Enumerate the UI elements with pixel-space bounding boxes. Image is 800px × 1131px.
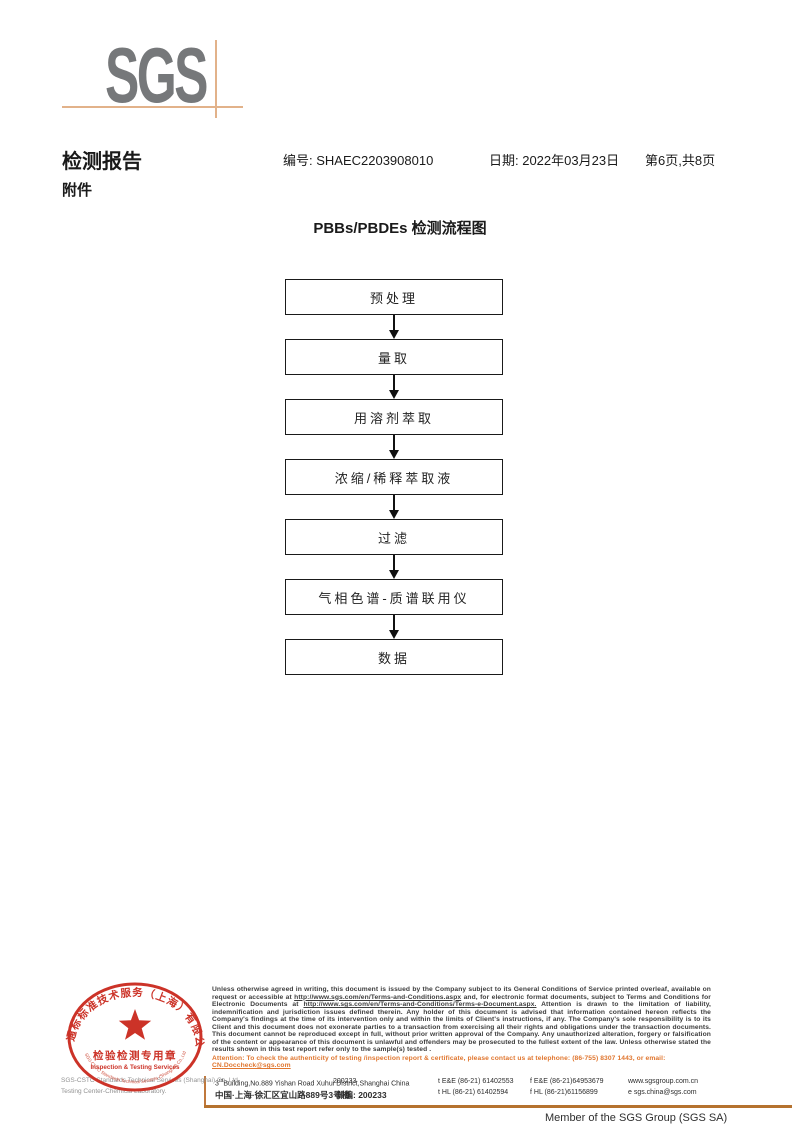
address-number: 3	[215, 1080, 219, 1088]
doccheck-email-link[interactable]: CN.Doccheck@sgs.com	[212, 1062, 291, 1069]
phone-hl: t HL (86-21) 61402594	[438, 1089, 509, 1096]
flowchart-step-solvent-extraction: 用溶剂萃取	[285, 399, 503, 435]
company-name-english: SGS-CSTC Standards Technical Services (S…	[61, 1077, 240, 1084]
website-link[interactable]: www.sgsgroup.com.cn	[628, 1078, 699, 1085]
legal-disclaimer: Unless otherwise agreed in writing, this…	[212, 986, 711, 1070]
disclaimer-text-1: Unless otherwise agreed in writing, this…	[212, 986, 711, 1001]
address-rest: Building,No.889 Yishan Road Xuhui Distri…	[223, 1080, 410, 1088]
sgs-logo: SGS	[105, 31, 208, 119]
disclaimer-text-3: Attention is drawn to the limitation of …	[212, 1001, 711, 1053]
arrow-down-icon	[389, 555, 399, 579]
footer-vertical-divider	[204, 1076, 206, 1106]
phone-ee: t E&E (86-21) 61402553	[438, 1078, 514, 1085]
inspection-stamp: 通标标准技术服务（上海）有限公司 检验检测专用章 Inspection & Te…	[56, 971, 212, 1105]
report-date: 日期: 2022年03月23日	[489, 153, 620, 168]
flowchart: 预处理 量取 用溶剂萃取 浓缩/稀释萃取液 过滤 气相色谱-质谱联用仪 数据	[285, 279, 503, 675]
page-indicator: 第6页,共8页	[645, 153, 716, 168]
postcode-english: 200233	[333, 1078, 357, 1085]
address-ordinal: rd	[218, 1078, 224, 1084]
stamp-title-cn: 检验检测专用章	[93, 1049, 177, 1062]
arrow-down-icon	[389, 315, 399, 339]
stamp-seal-icon: 通标标准技术服务（上海）有限公司 检验检测专用章 Inspection & Te…	[56, 971, 204, 1092]
fax-ee: f E&E (86-21)64953679	[530, 1078, 604, 1085]
flowchart-step-pretreatment: 预处理	[285, 279, 503, 315]
disclaimer-text-2: and, for electronic format documents, su…	[212, 993, 711, 1009]
flowchart-step-measure: 量取	[285, 339, 503, 375]
attachment-label: 附件	[62, 182, 93, 199]
terms-e-document-link[interactable]: http://www.sgs.com/en/Terms-and-Conditio…	[303, 1001, 537, 1008]
flowchart-step-filter: 过滤	[285, 519, 503, 555]
flowchart-step-data: 数据	[285, 639, 503, 675]
report-number: 编号: SHAEC2203908010	[283, 153, 434, 168]
arrow-down-icon	[389, 495, 399, 519]
arrow-down-icon	[389, 615, 399, 639]
report-title: 检测报告	[62, 151, 142, 173]
logo-horizontal-line	[62, 106, 243, 108]
terms-link[interactable]: http://www.sgs.com/en/Terms-and-Conditio…	[294, 993, 462, 1001]
attention-text: Attention: To check the authenticity of …	[212, 1054, 666, 1062]
sgs-group-membership: Member of the SGS Group (SGS SA)	[545, 1112, 728, 1124]
footer-horizontal-line	[204, 1105, 792, 1108]
stamp-title-en: Inspection & Testing Services	[90, 1064, 180, 1071]
logo-vertical-line	[215, 40, 217, 118]
flowchart-title: PBBs/PBDEs 检测流程图	[313, 220, 487, 237]
address-english: 3rdBuilding,No.889 Yishan Road Xuhui Dis…	[215, 1078, 409, 1087]
email-link[interactable]: e sgs.china@sgs.com	[628, 1089, 697, 1096]
laboratory-name: Testing Center-Chemical Laboratory.	[61, 1088, 167, 1095]
arrow-down-icon	[389, 375, 399, 399]
flowchart-step-gcms: 气相色谱-质谱联用仪	[285, 579, 503, 615]
fax-hl: f HL (86-21)61156899	[530, 1089, 598, 1096]
address-chinese: 中国·上海·徐汇区宜山路889号3号楼	[215, 1090, 351, 1100]
flowchart-step-concentrate-dilute: 浓缩/稀释萃取液	[285, 459, 503, 495]
arrow-down-icon	[389, 435, 399, 459]
attention-notice: Attention: To check the authenticity of …	[212, 1055, 711, 1070]
postcode-chinese: 邮编: 200233	[336, 1090, 387, 1100]
star-icon	[118, 1009, 152, 1040]
